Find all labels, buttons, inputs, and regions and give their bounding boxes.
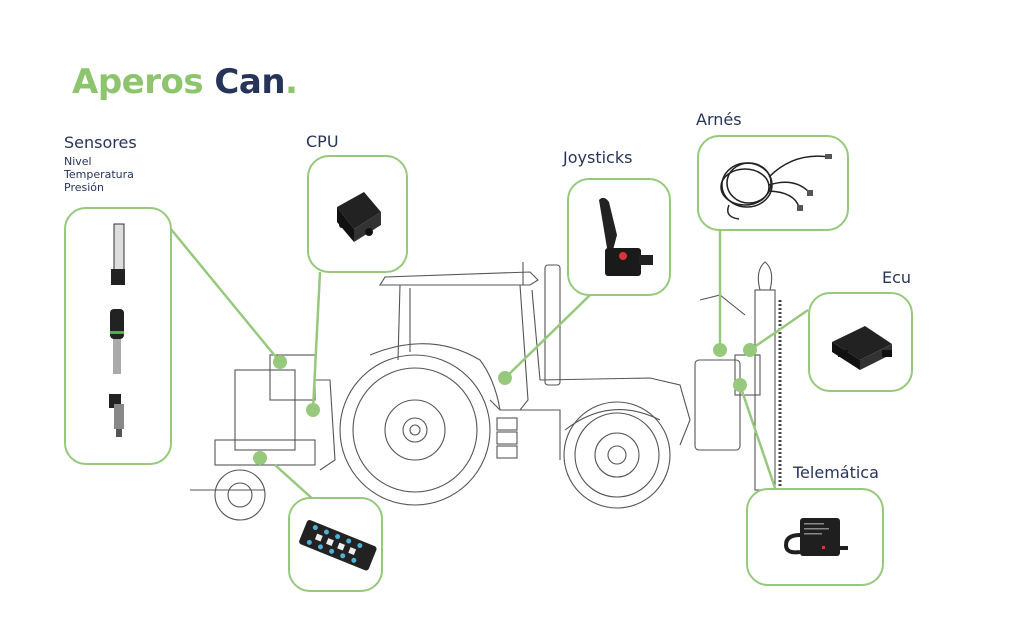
- card-cpu[interactable]: [307, 155, 408, 273]
- label-joysticks: Joysticks: [563, 148, 633, 167]
- label-cpu: CPU: [306, 132, 339, 151]
- connector-joysticks: [504, 294, 591, 379]
- page-title: Aperos Can.: [72, 62, 298, 102]
- sublabel-nivel: Nivel: [64, 155, 92, 168]
- hotspot-cpu: [306, 403, 320, 417]
- temperature-sensor-icon: [110, 309, 124, 374]
- card-io-module[interactable]: [288, 497, 383, 592]
- card-arnes[interactable]: [697, 135, 849, 231]
- label-sensores: Sensores: [64, 133, 137, 152]
- title-dot: .: [285, 62, 298, 102]
- hotspot-sensores: [273, 355, 287, 369]
- sensores-sublist: Nivel Temperatura Presión: [64, 155, 134, 194]
- telematics-device-icon: [783, 518, 848, 556]
- tractor-drawing: [190, 261, 776, 521]
- hotspot-telematica: [733, 378, 747, 392]
- card-sensores[interactable]: [64, 207, 172, 465]
- connector-ecu: [749, 308, 809, 352]
- label-telematica: Telemática: [793, 463, 879, 482]
- connector-sensores: [169, 227, 281, 363]
- pressure-sensor-icon: [109, 394, 124, 437]
- card-telematica[interactable]: [746, 488, 884, 586]
- joystick-icon: [599, 197, 653, 276]
- level-sensor-icon: [111, 223, 125, 285]
- cpu-icon: [337, 192, 381, 242]
- hotspot-ecu: [743, 343, 757, 357]
- connector-telematica: [738, 384, 777, 489]
- io-module-icon: [299, 520, 377, 571]
- hotspot-joysticks: [498, 371, 512, 385]
- ecu-icon: [832, 326, 892, 370]
- connector-cpu: [311, 271, 322, 411]
- sensor-images: [109, 223, 125, 437]
- label-arnes: Arnés: [696, 110, 742, 129]
- hotspot-module: [253, 451, 267, 465]
- label-ecu: Ecu: [882, 268, 912, 287]
- card-ecu[interactable]: [808, 292, 913, 392]
- wire-harness-icon: [720, 154, 832, 220]
- title-can: Can: [214, 62, 286, 102]
- sublabel-temperatura: Temperatura: [64, 168, 134, 181]
- card-joysticks[interactable]: [567, 178, 671, 296]
- hotspot-arnes: [713, 343, 727, 357]
- title-aperos: Aperos: [72, 62, 204, 102]
- sublabel-presion: Presión: [64, 181, 104, 194]
